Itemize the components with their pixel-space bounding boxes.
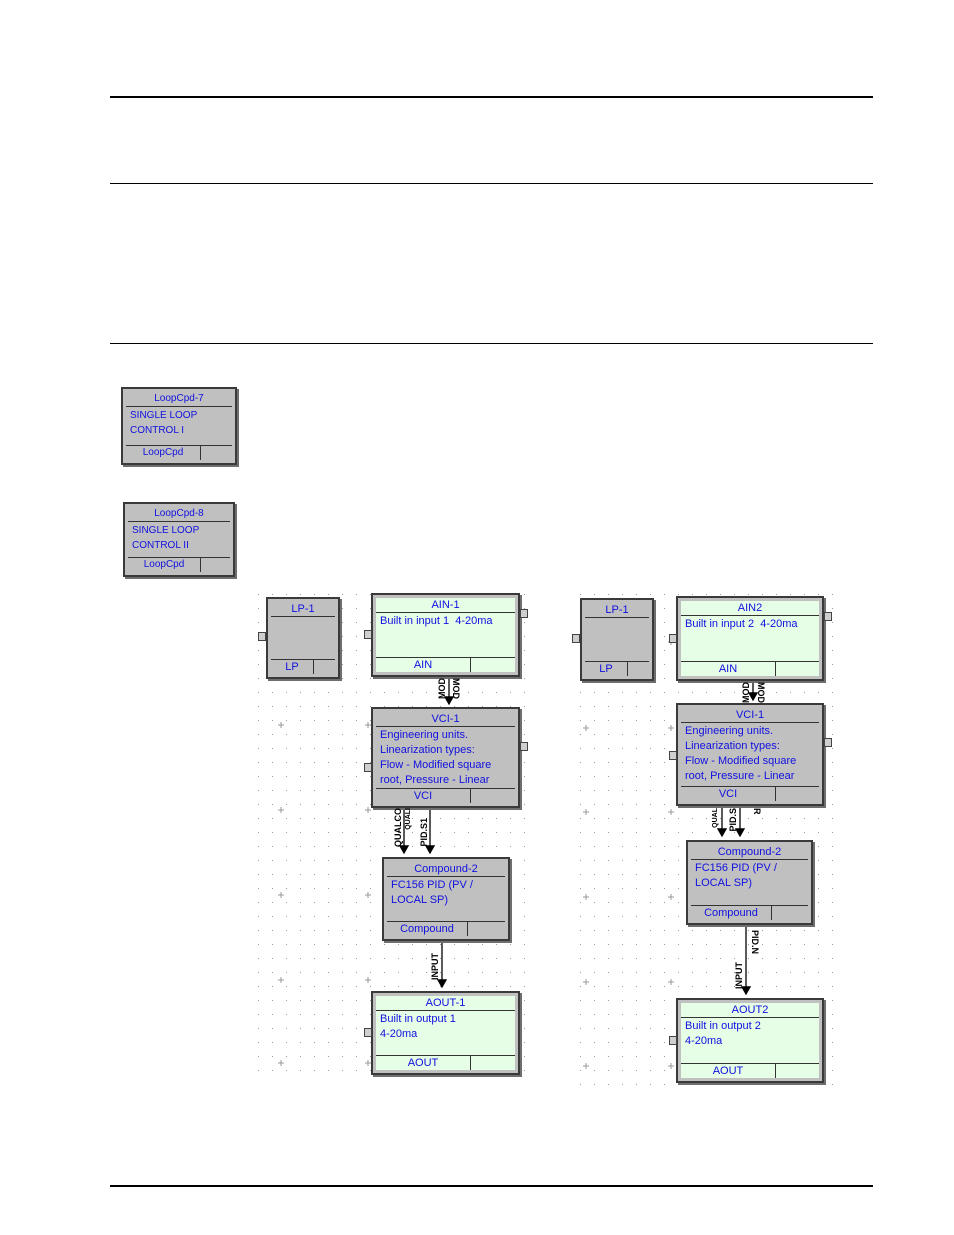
loop1-ain-block[interactable]: AIN-1 Built in input 1 4-20ma AIN [371,593,520,677]
loop2-ain-block[interactable]: AIN2 Built in input 2 4-20ma AIN [676,596,824,681]
block-type: VCI [681,787,776,801]
loop1-aout-block[interactable]: AOUT-1 Built in output 1 4-20ma AOUT [371,991,520,1075]
wire-label: INPUT [734,962,744,989]
block-type: AIN [681,662,776,676]
wire-label: MOD [756,682,766,703]
loop2-vci-block[interactable]: VCI-1 Engineering units. Linearization t… [676,703,824,806]
block-title: LP-1 [585,603,649,618]
loop2-vci-port-in[interactable] [669,751,677,760]
wire-label: PID.S [728,808,738,832]
wire-label: MOD [741,682,751,703]
header-rule-mid [110,183,873,184]
loop2-vci-port-out[interactable] [824,738,832,747]
block-description: Engineering units. Linearization types: … [380,729,492,786]
wires-loop2 [716,681,759,996]
block-type: AOUT [681,1064,776,1078]
block-type: AOUT [376,1056,471,1070]
block-description: Built in output 2 4-20ma [685,1020,761,1047]
wire-label: INPUT [430,953,440,980]
block-description: FC156 PID (PV / LOCAL SP) [391,879,473,906]
block-description: Engineering units. Linearization types: … [685,725,797,782]
loop1-ain-port-in[interactable] [364,630,372,639]
grid-plus-markers-right [583,639,674,1069]
header-rule-top [110,96,873,98]
block-type: LoopCpd [126,446,201,460]
wire-label: QUALI [405,808,412,830]
header-rule-bottom [110,343,873,344]
block-title: AIN2 [681,601,819,616]
wire-label: MOD [451,678,461,699]
block-description: FC156 PID (PV / LOCAL SP) [695,862,777,889]
block-title: LoopCpd-8 [128,507,230,522]
loop1-lp-port[interactable] [258,632,266,641]
loop1-vci-port-out[interactable] [520,742,528,751]
loop2-compound-block[interactable]: Compound-2 FC156 PID (PV / LOCAL SP) Com… [686,840,813,925]
block-description: Built in input 1 4-20ma [380,615,493,627]
block-title: Compound-2 [691,845,808,860]
block-title: AIN-1 [376,598,515,613]
loopcpd-8-block[interactable]: LoopCpd-8 SINGLE LOOP CONTROL II LoopCpd [123,502,235,577]
block-type: AIN [376,658,471,672]
block-type: VCI [376,789,471,803]
block-description: Built in output 1 4-20ma [380,1013,456,1040]
loop2-ain-port-in[interactable] [669,634,677,643]
block-description: Built in input 2 4-20ma [685,618,798,630]
loop2-aout-port-in[interactable] [669,1036,677,1045]
loop1-aout-port-in[interactable] [364,1028,372,1037]
wire-label: QUAL [712,808,719,828]
block-title: AOUT-1 [376,996,515,1011]
block-title: AOUT2 [681,1003,819,1018]
loop1-vci-block[interactable]: VCI-1 Engineering units. Linearization t… [371,707,520,808]
block-type: LP [585,662,628,676]
loopcpd-7-block[interactable]: LoopCpd-7 SINGLE LOOP CONTROL I LoopCpd [121,387,237,465]
loop1-lp-block[interactable]: LP-1 LP [266,597,340,679]
block-title: VCI-1 [376,712,515,727]
wire-label: R [752,808,762,815]
block-type: Compound [691,906,772,920]
block-title: LP-1 [271,602,335,617]
block-type: Compound [387,922,468,936]
wire-label: PID.N [750,930,760,955]
loop1-ain-port-out[interactable] [520,609,528,618]
block-description: SINGLE LOOP CONTROL II [132,525,200,551]
footer-rule [110,1185,873,1187]
wire-label: QUALCO [393,808,403,847]
block-description: SINGLE LOOP CONTROL I [130,410,198,436]
grid-plus-markers-left [278,722,371,1066]
block-title: Compound-2 [387,862,505,877]
loop2-aout-block[interactable]: AOUT2 Built in output 2 4-20ma AOUT [676,998,824,1083]
loop1-compound-block[interactable]: Compound-2 FC156 PID (PV / LOCAL SP) Com… [382,857,510,941]
wires-loop1 [398,677,455,989]
loop1-vci-port-in[interactable] [364,763,372,772]
wire-label: PID.S1 [419,818,429,847]
block-title: LoopCpd-7 [126,392,232,407]
block-type: LoopCpd [128,558,201,572]
wire-label: MOD [437,678,447,699]
block-title: VCI-1 [681,708,819,723]
loop2-lp-block[interactable]: LP-1 LP [580,598,654,681]
block-type: LP [271,660,314,674]
loop2-ain-port-out[interactable] [824,612,832,621]
loop2-lp-port[interactable] [572,634,580,643]
